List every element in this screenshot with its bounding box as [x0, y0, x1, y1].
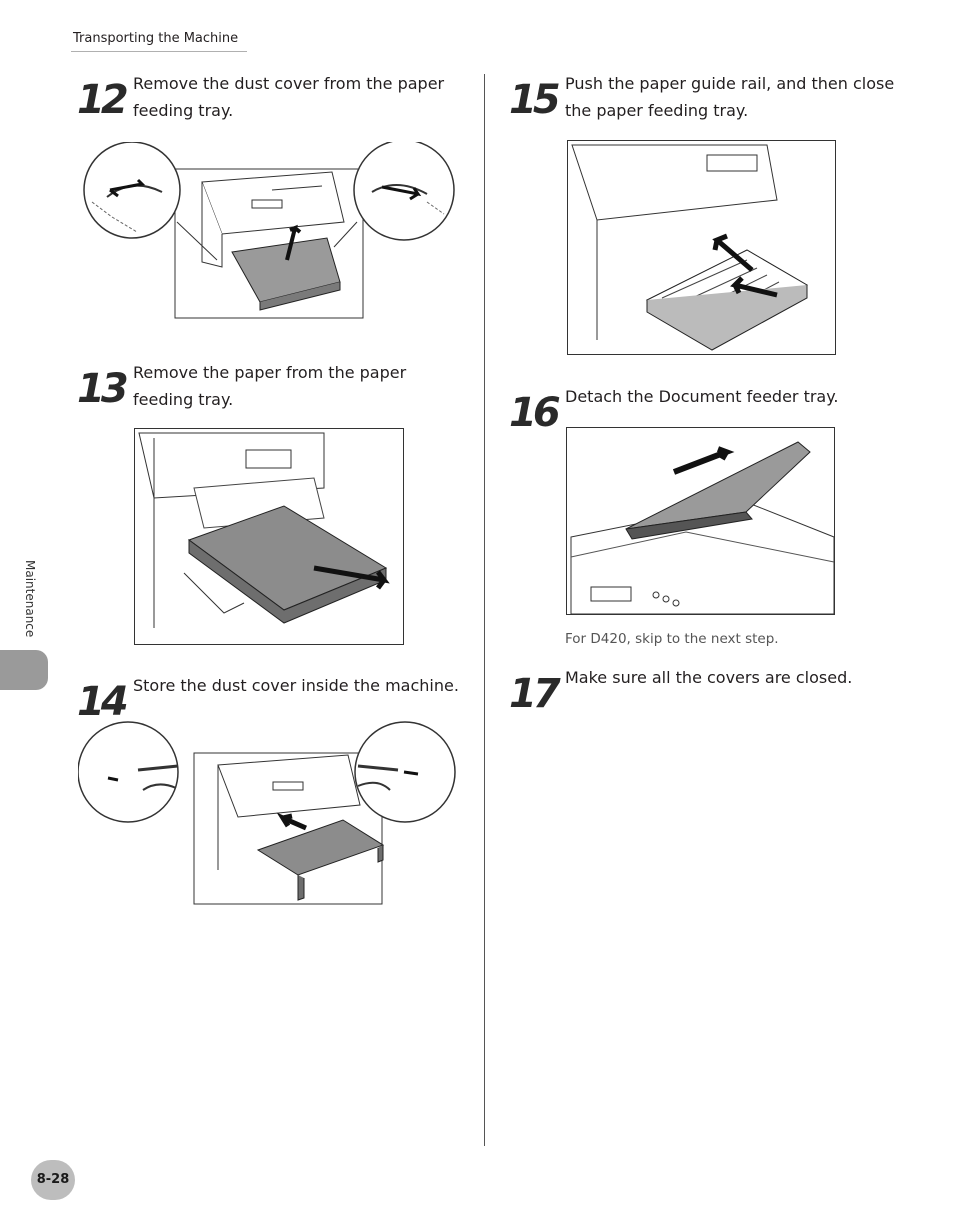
- step-number-17: 17: [509, 671, 561, 717]
- step-text-17: Make sure all the covers are closed.: [565, 668, 853, 687]
- step-text-16: Detach the Document feeder tray.: [565, 387, 839, 406]
- header-rule: [71, 51, 247, 52]
- figure-remove-paper: [134, 428, 404, 646]
- figure-close-paper-tray: [567, 140, 838, 357]
- step-text-15: Push the paper guide rail, and then clos…: [565, 74, 895, 120]
- figure-remove-dust-cover: [82, 142, 457, 320]
- side-tab-label: Maintenance: [23, 560, 37, 638]
- figure-store-dust-cover: [78, 720, 460, 906]
- step-number-13: 13: [77, 366, 129, 412]
- note-d420: For D420, skip to the next step.: [565, 631, 779, 647]
- step-number-12: 12: [77, 77, 129, 123]
- running-header: Transporting the Machine: [73, 31, 239, 46]
- page-number-badge: 8-28: [31, 1160, 75, 1200]
- side-tab: [0, 650, 48, 690]
- step-text-14: Store the dust cover inside the machine.: [133, 676, 459, 695]
- step-number-14: 14: [77, 679, 129, 725]
- step-text-13: Remove the paper from the paper feeding …: [133, 363, 407, 409]
- step-number-16: 16: [509, 390, 561, 436]
- step-number-15: 15: [509, 77, 561, 123]
- figure-detach-feeder-tray: [566, 427, 837, 618]
- step-text-12: Remove the dust cover from the paper fee…: [133, 74, 445, 120]
- column-divider: [484, 74, 485, 1146]
